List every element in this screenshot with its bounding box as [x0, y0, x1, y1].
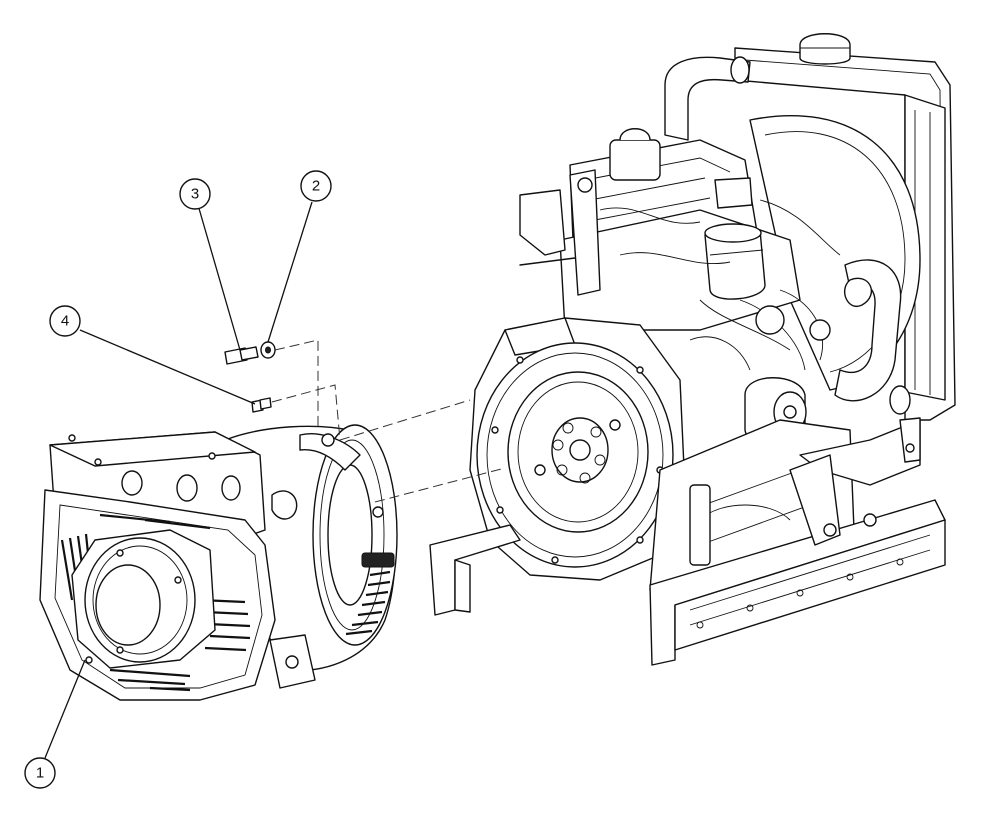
svg-text:4: 4 [61, 313, 69, 330]
svg-text:1: 1 [36, 765, 44, 782]
lower-hose [834, 259, 902, 402]
callout-leaders [44, 201, 313, 759]
alignment-lines [271, 339, 506, 503]
callout-1: 1 [24, 757, 56, 789]
bolt-4 [251, 397, 272, 413]
generator-assembly [39, 424, 398, 701]
bearing-cap [71, 529, 216, 669]
svg-text:3: 3 [191, 186, 199, 203]
fuel-filter [704, 223, 766, 300]
callout-4: 4 [49, 305, 81, 337]
flywheel-housing [469, 317, 686, 581]
engine-assembly [429, 33, 956, 666]
drum-vent-grille [345, 570, 391, 636]
mounting-rails [429, 417, 946, 666]
svg-text:2: 2 [312, 178, 320, 195]
bolt-3 [224, 346, 259, 365]
washer-2 [260, 341, 276, 359]
callout-2: 2 [300, 170, 332, 202]
callout-3: 3 [179, 178, 211, 210]
